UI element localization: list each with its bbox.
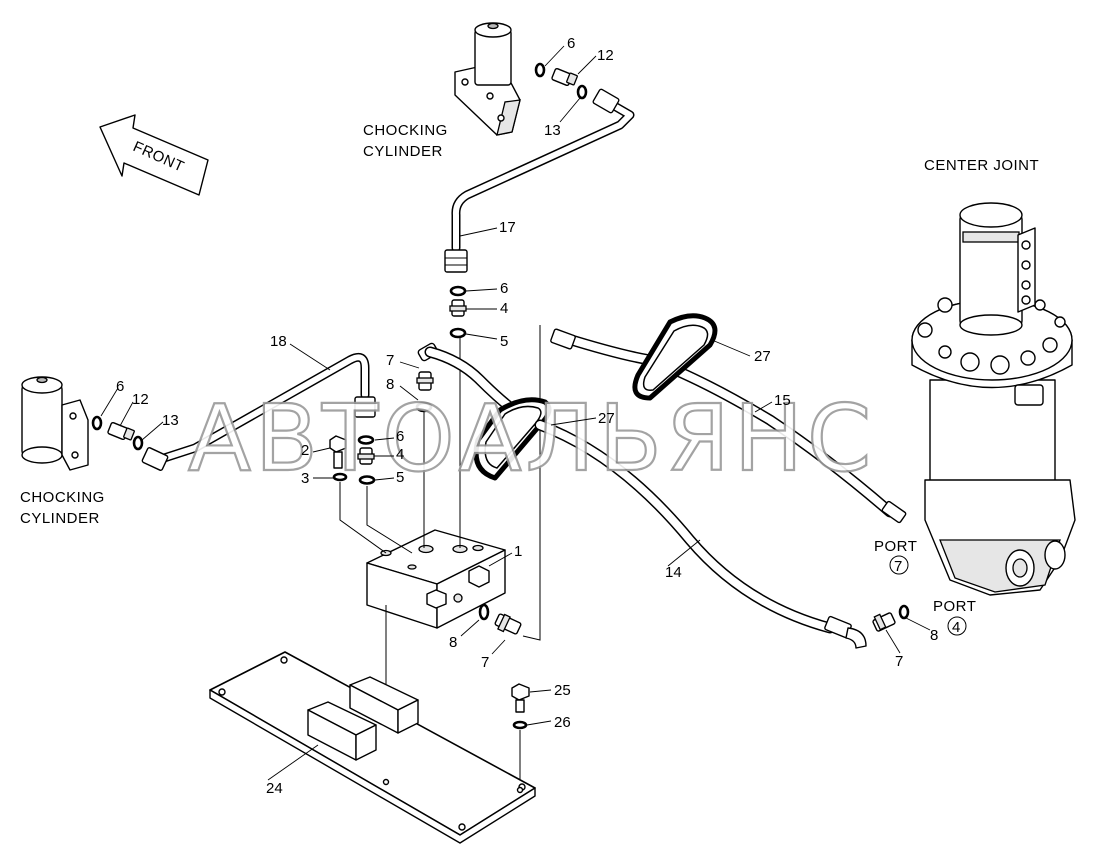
clamp-27-upper (632, 313, 718, 401)
hose-14 (534, 419, 867, 649)
hose-15 (550, 328, 907, 524)
o-ring-8-lower (478, 603, 490, 621)
watermark: АВТОАЛЬЯНС (188, 385, 875, 492)
chocking-top-label-2: CYLINDER (363, 143, 443, 160)
hydraulic-block-1 (366, 529, 506, 629)
callout-24: 24 (266, 780, 283, 797)
o-ring-6-left (91, 415, 103, 431)
port-4-label: PORT 4 (933, 598, 976, 636)
o-ring-6-mid (449, 285, 467, 297)
o-ring-8-upper (415, 401, 433, 413)
bolt-2 (329, 435, 347, 469)
connector-12-top (551, 67, 578, 87)
callout-13: 13 (162, 412, 179, 429)
callout-numbers: 6 12 13 17 6 4 5 6 12 13 18 7 8 2 3 6 4 … (116, 35, 938, 797)
pipe-17 (444, 88, 635, 273)
o-ring-5-block (358, 475, 376, 485)
callout-25: 25 (554, 682, 571, 699)
clamp-27-lower (473, 397, 552, 481)
callout-7: 7 (895, 653, 903, 670)
callout-6: 6 (567, 35, 575, 52)
callout-8: 8 (449, 634, 457, 651)
callout-14: 14 (665, 564, 682, 581)
chocking-left-label-1: CHOCKING (20, 489, 105, 506)
o-ring-6-top (534, 62, 546, 78)
o-ring-5-mid (449, 327, 467, 339)
svg-text:PORT: PORT (933, 598, 976, 615)
pipe-18 (141, 352, 376, 471)
o-ring-8-port4 (898, 604, 910, 620)
callout-leaders (100, 45, 931, 781)
fitting-7-lower (494, 613, 522, 635)
chocking-cylinder-top (454, 22, 521, 136)
callout-6: 6 (396, 428, 404, 445)
callout-2: 2 (301, 442, 309, 459)
callout-7: 7 (481, 654, 489, 671)
callout-8: 8 (930, 627, 938, 644)
callout-3: 3 (301, 470, 309, 487)
svg-text:PORT: PORT (874, 538, 917, 555)
chocking-top-label-1: CHOCKING (363, 122, 448, 139)
center-joint (911, 202, 1076, 596)
washer-3 (332, 472, 348, 482)
callout-6: 6 (500, 280, 508, 297)
connector-12-left (107, 421, 135, 441)
callout-27: 27 (598, 410, 615, 427)
callout-15: 15 (774, 392, 791, 409)
chocking-cylinder-left (21, 376, 89, 471)
callout-6: 6 (116, 378, 124, 395)
callout-5: 5 (396, 469, 404, 486)
connector-4-mid (449, 299, 467, 317)
callout-12: 12 (597, 47, 614, 64)
o-ring-6-block (357, 435, 375, 445)
callout-4: 4 (500, 300, 508, 317)
callout-26: 26 (554, 714, 571, 731)
callout-17: 17 (499, 219, 516, 236)
bolt-25 (511, 683, 530, 713)
o-ring-13-top (576, 84, 588, 100)
callout-8: 8 (386, 376, 394, 393)
connector-4-block (357, 447, 375, 465)
callout-5: 5 (500, 333, 508, 350)
chocking-left-label-2: CYLINDER (20, 510, 100, 527)
callout-27: 27 (754, 348, 771, 365)
callout-13: 13 (544, 122, 561, 139)
front-direction-arrow: FRONT (99, 114, 209, 196)
svg-text:4: 4 (952, 619, 960, 636)
callout-18: 18 (270, 333, 287, 350)
port-7-label: PORT 7 (874, 538, 917, 575)
callout-7: 7 (386, 352, 394, 369)
base-plate-24 (209, 651, 536, 844)
washer-26 (512, 720, 528, 730)
callout-4: 4 (396, 446, 404, 463)
fitting-7-port4 (872, 612, 896, 632)
o-ring-13-left (132, 435, 144, 451)
callout-1: 1 (514, 543, 522, 560)
svg-text:7: 7 (894, 558, 902, 575)
center-joint-label: CENTER JOINT (924, 157, 1039, 174)
callout-12: 12 (132, 391, 149, 408)
